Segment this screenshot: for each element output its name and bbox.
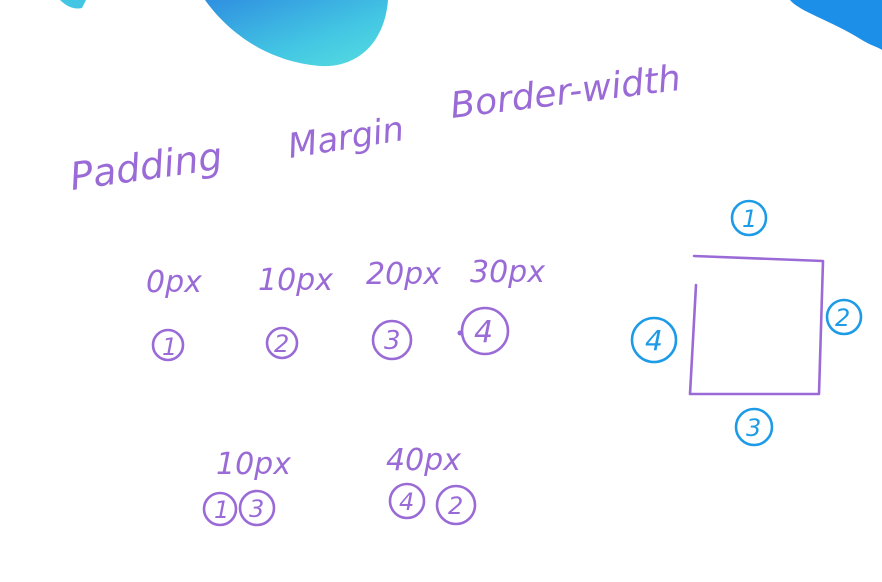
heading-border-width: Border-width	[448, 58, 683, 127]
circled-marker: 4	[457, 306, 510, 356]
value-label: 20px	[366, 257, 441, 292]
value-label: 0px	[146, 265, 202, 300]
value-row: 0px 10px 20px 30px	[146, 255, 545, 300]
marker-label: 2	[448, 492, 463, 520]
side-marker-bottom: 3	[734, 407, 774, 447]
marker-label: 1	[214, 496, 229, 524]
shorthand-value: 10px	[216, 447, 291, 482]
heading-padding: Padding	[67, 134, 225, 199]
value-label: 30px	[470, 255, 545, 290]
circled-marker: 3	[371, 319, 413, 361]
marker-label: 4	[645, 324, 663, 357]
marker-label: 4	[399, 488, 414, 516]
circled-marker: 1	[151, 328, 185, 362]
decorative-blue-corner-blob	[790, 0, 882, 50]
shorthand-value: 40px	[386, 443, 461, 478]
marker-label: 3	[249, 495, 264, 523]
value-label: 10px	[258, 263, 333, 298]
shorthand-group-2: 40px 4 2	[386, 443, 477, 526]
marker-label: 2	[274, 330, 289, 358]
marker-row: 1 2 3 4	[151, 306, 510, 362]
marker-label: 4	[474, 315, 493, 350]
side-marker-right: 2	[825, 298, 863, 336]
marker-label: 3	[746, 414, 761, 442]
decorative-small-blob	[60, 0, 86, 9]
box-outline	[688, 254, 825, 396]
marker-label: 1	[742, 205, 757, 233]
decorative-teal-blob	[205, 0, 388, 67]
heading-margin: Margin	[285, 109, 407, 167]
side-marker-left: 4	[630, 316, 678, 364]
box-diagram: 1 2 3 4	[630, 199, 863, 447]
side-marker-top: 1	[730, 199, 768, 237]
marker-label: 3	[384, 326, 401, 356]
marker-label: 2	[835, 304, 850, 332]
shorthand-group-1: 10px 1 3	[202, 447, 291, 527]
ink-dot	[457, 330, 463, 336]
circled-marker: 2	[265, 326, 299, 360]
marker-label: 1	[162, 333, 177, 361]
